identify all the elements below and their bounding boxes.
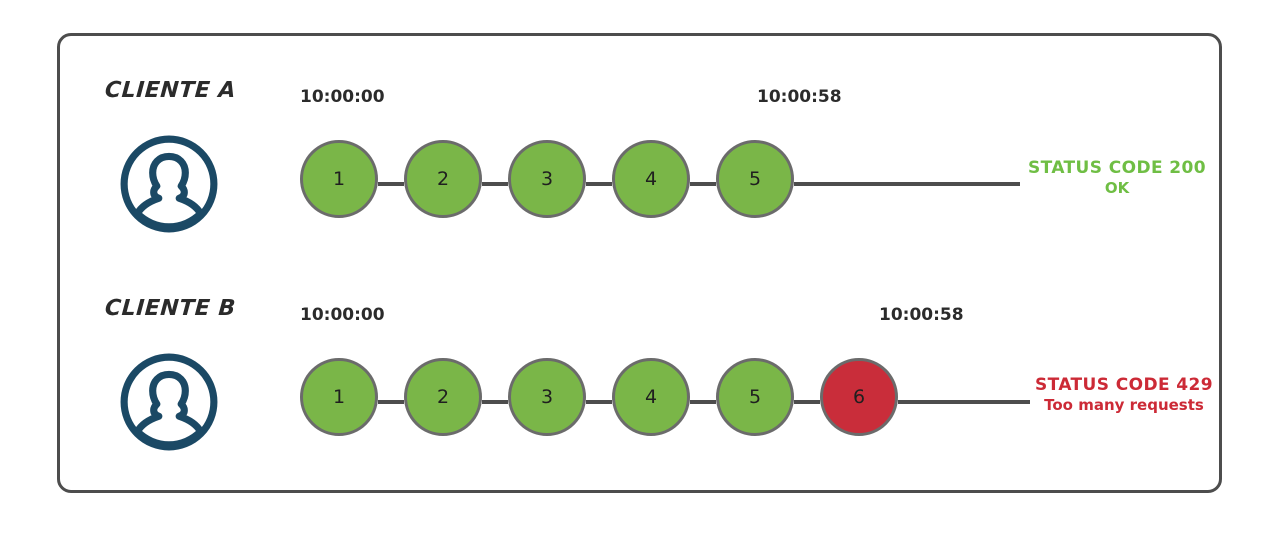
request-link <box>586 182 612 186</box>
request-link <box>690 182 716 186</box>
user-avatar-icon <box>118 133 220 235</box>
status-message-text: OK <box>1104 179 1130 198</box>
request-node-cliente-a-5[interactable]: 5 <box>716 140 794 218</box>
request-link <box>586 400 612 404</box>
client-label-cliente-b: CLIENTE B <box>104 296 237 321</box>
client-label-cliente-a: CLIENTE A <box>104 78 237 103</box>
request-link <box>690 400 716 404</box>
request-node-cliente-a-4[interactable]: 4 <box>612 140 690 218</box>
user-avatar-icon <box>118 351 220 453</box>
request-link <box>378 182 404 186</box>
request-node-cliente-b-6[interactable]: 6 <box>820 358 898 436</box>
status-message-text: Too many requests <box>1044 396 1204 415</box>
timestamp-end-cliente-a: 10:00:58 <box>757 87 842 107</box>
request-node-cliente-a-1[interactable]: 1 <box>300 140 378 218</box>
request-node-cliente-a-2[interactable]: 2 <box>404 140 482 218</box>
timestamp-end-cliente-b: 10:00:58 <box>879 305 964 325</box>
request-link <box>378 400 404 404</box>
timestamp-start-cliente-b: 10:00:00 <box>300 305 385 325</box>
request-node-cliente-b-2[interactable]: 2 <box>404 358 482 436</box>
request-link <box>794 400 820 404</box>
request-link <box>482 182 508 186</box>
response-link-cliente-a <box>794 182 1020 186</box>
request-node-cliente-b-1[interactable]: 1 <box>300 358 378 436</box>
response-link-cliente-b <box>898 400 1030 404</box>
status-code-text: STATUS CODE 200 <box>1028 158 1206 178</box>
request-node-cliente-a-3[interactable]: 3 <box>508 140 586 218</box>
timestamp-start-cliente-a: 10:00:00 <box>300 87 385 107</box>
request-node-cliente-b-3[interactable]: 3 <box>508 358 586 436</box>
request-node-cliente-b-4[interactable]: 4 <box>612 358 690 436</box>
request-link <box>482 400 508 404</box>
request-node-cliente-b-5[interactable]: 5 <box>716 358 794 436</box>
status-code-text: STATUS CODE 429 <box>1035 375 1213 395</box>
